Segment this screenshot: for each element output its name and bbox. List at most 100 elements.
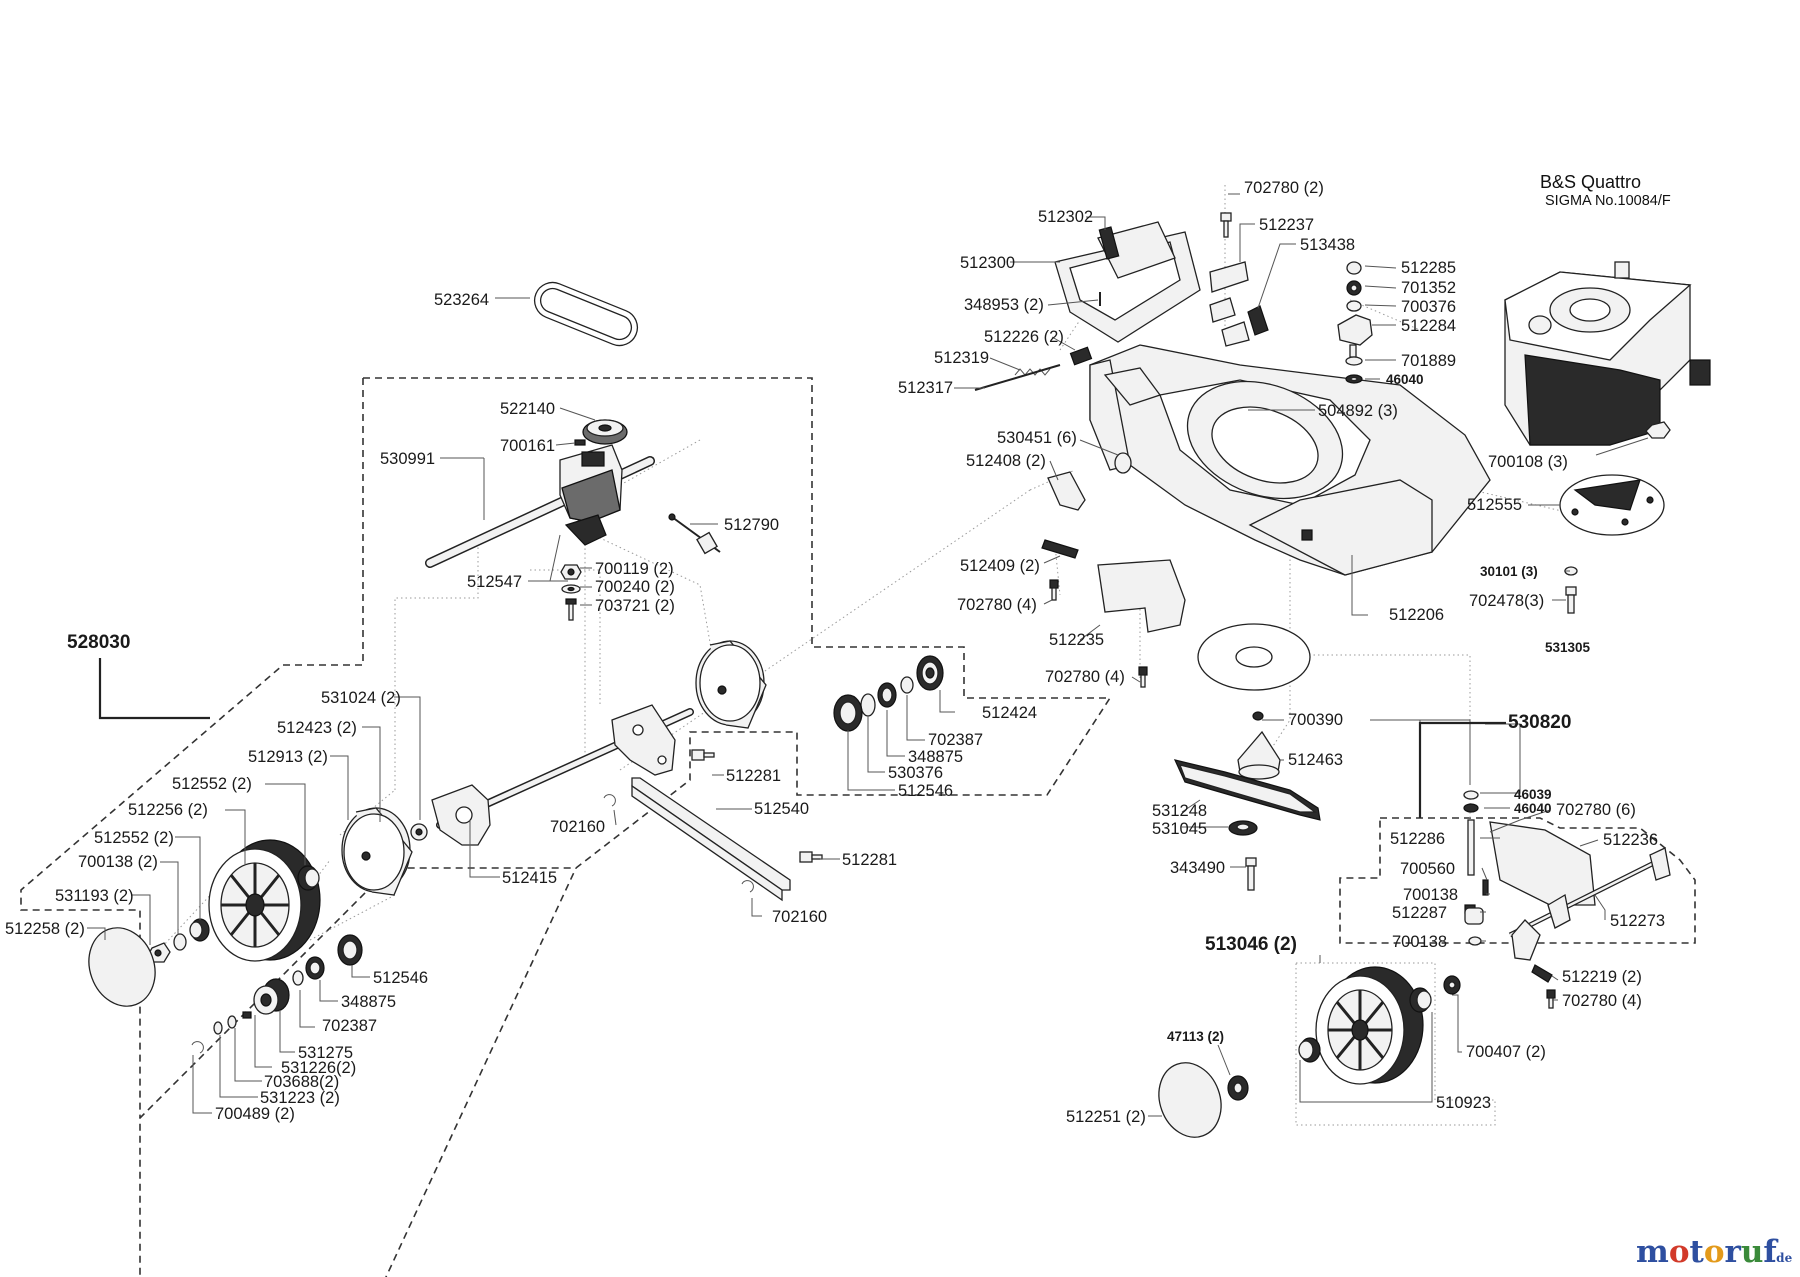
spring-512319 (1014, 368, 1051, 376)
pinion-531275 (253, 978, 290, 1015)
washer-46040a (1345, 374, 1363, 384)
label-700161: 700161 (500, 437, 555, 455)
clip-702160a (603, 794, 616, 807)
washer-46040b (1463, 803, 1479, 813)
label-512790: 512790 (724, 516, 779, 534)
label-512552a: 512552 (2) (172, 775, 252, 793)
label-46040b: 46040 (1514, 801, 1552, 816)
ring-530376 (860, 693, 876, 717)
group-callouts (98, 658, 1506, 818)
pulley-522140 (582, 419, 628, 445)
washer-702387b (900, 676, 914, 694)
lever-512540 (631, 777, 791, 902)
wm-letter-f: f (1763, 1234, 1778, 1270)
wheel-512256 (208, 839, 321, 962)
bracket-512408 (1047, 471, 1086, 511)
label-700138a: 700138 (2) (78, 853, 158, 871)
label-512258: 512258 (2) (5, 920, 85, 938)
label-700407: 700407 (2) (1466, 1043, 1546, 1061)
label-531024: 531024 (2) (321, 689, 401, 707)
spring-531226 (242, 1011, 252, 1019)
label-512281b: 512281 (842, 851, 897, 869)
label-47113: 47113 (2) (1167, 1029, 1224, 1044)
label-group-530820: 530820 (1508, 712, 1571, 733)
label-512251: 512251 (2) (1066, 1108, 1146, 1126)
label-512540: 512540 (754, 800, 809, 818)
rod-512317 (974, 364, 1061, 391)
hubcap-512258 (88, 927, 156, 1007)
label-512287: 512287 (1392, 904, 1447, 922)
gear-512546a (337, 934, 363, 966)
label-530991: 530991 (380, 450, 435, 468)
washer-531045 (1228, 820, 1258, 836)
screw-512281a (691, 749, 715, 761)
label-46040a: 46040 (1386, 372, 1424, 387)
washer-700376 (1346, 300, 1362, 312)
bolt-703721 (565, 598, 577, 621)
bearing-348875a (305, 956, 325, 980)
bracket-512415 (431, 784, 491, 846)
label-702160a: 702160 (550, 818, 605, 836)
wm-letter-u: u (1741, 1234, 1764, 1270)
label-700376: 700376 (1401, 298, 1456, 316)
label-700138c: 700138 (1392, 933, 1447, 951)
label-512219: 512219 (2) (1562, 968, 1642, 986)
label-701352: 701352 (1401, 279, 1456, 297)
label-46039: 46039 (1514, 787, 1552, 802)
label-700390: 700390 (1288, 711, 1343, 729)
bushing-510923-right (1409, 987, 1432, 1013)
label-700560: 700560 (1400, 860, 1455, 878)
lever-530820-hub (1511, 919, 1541, 961)
motoruf-watermark-logo: motoruf .de (1636, 1234, 1793, 1270)
label-702780b: 702780 (4) (957, 596, 1037, 614)
bushing-510923 (1298, 1037, 1321, 1063)
label-512319: 512319 (934, 349, 989, 367)
group-outline-528030 (20, 377, 1112, 1277)
label-703688: 703688(2) (264, 1073, 339, 1091)
label-348875b: 348875 (908, 748, 963, 766)
label-512546a: 512546 (373, 969, 428, 987)
label-522140: 522140 (500, 400, 555, 418)
svg-text:motoruf: motoruf (1636, 1234, 1778, 1270)
washer-531223 (213, 1021, 223, 1035)
bolt-702780-e (1546, 989, 1556, 1009)
nut-701352 (1346, 280, 1362, 296)
label-531223: 531223 (2) (260, 1089, 340, 1107)
label-512913: 512913 (2) (248, 748, 328, 766)
nut-700108 (1645, 421, 1671, 439)
bushing-512552a (297, 865, 320, 891)
wm-letter-t: t (1690, 1234, 1705, 1270)
grommet-530451 (1114, 452, 1132, 474)
label-512408: 512408 (2) (966, 452, 1046, 470)
label-702478: 702478(3) (1469, 592, 1544, 610)
engine-subtitle: SIGMA No.10084/F (1545, 193, 1671, 209)
label-512415: 512415 (502, 869, 557, 887)
label-512555: 512555 (1467, 496, 1522, 514)
cap-512285 (1346, 261, 1362, 275)
label-531045: 531045 (1152, 820, 1207, 838)
label-512286: 512286 (1390, 830, 1445, 848)
label-531226: 531226(2) (281, 1059, 356, 1077)
label-343490: 343490 (1170, 859, 1225, 877)
label-702780c: 702780 (4) (1045, 668, 1125, 686)
screw-700560 (1482, 879, 1489, 896)
label-701889: 701889 (1401, 352, 1456, 370)
label-702780-top: 702780 (2) (1244, 179, 1324, 197)
label-512206: 512206 (1389, 606, 1444, 624)
bearing-348875b (877, 682, 897, 708)
label-512423: 512423 (2) (277, 719, 357, 737)
label-512256: 512256 (2) (128, 801, 208, 819)
key-700390 (1252, 711, 1264, 721)
washer-701889 (1345, 356, 1363, 366)
nut-700407 (1443, 975, 1461, 995)
label-523264: 523264 (434, 291, 489, 309)
handle-512302 (1097, 221, 1176, 279)
label-700138b: 700138 (1403, 886, 1458, 904)
rod-512273 (1508, 847, 1671, 938)
label-702387b: 702387 (928, 731, 983, 749)
wm-letter-r: r (1725, 1234, 1742, 1270)
gear-512546b (833, 694, 863, 732)
nut-47113 (1227, 1075, 1249, 1101)
label-512226: 512226 (2) (984, 328, 1064, 346)
gasket-531305 (1197, 623, 1311, 691)
